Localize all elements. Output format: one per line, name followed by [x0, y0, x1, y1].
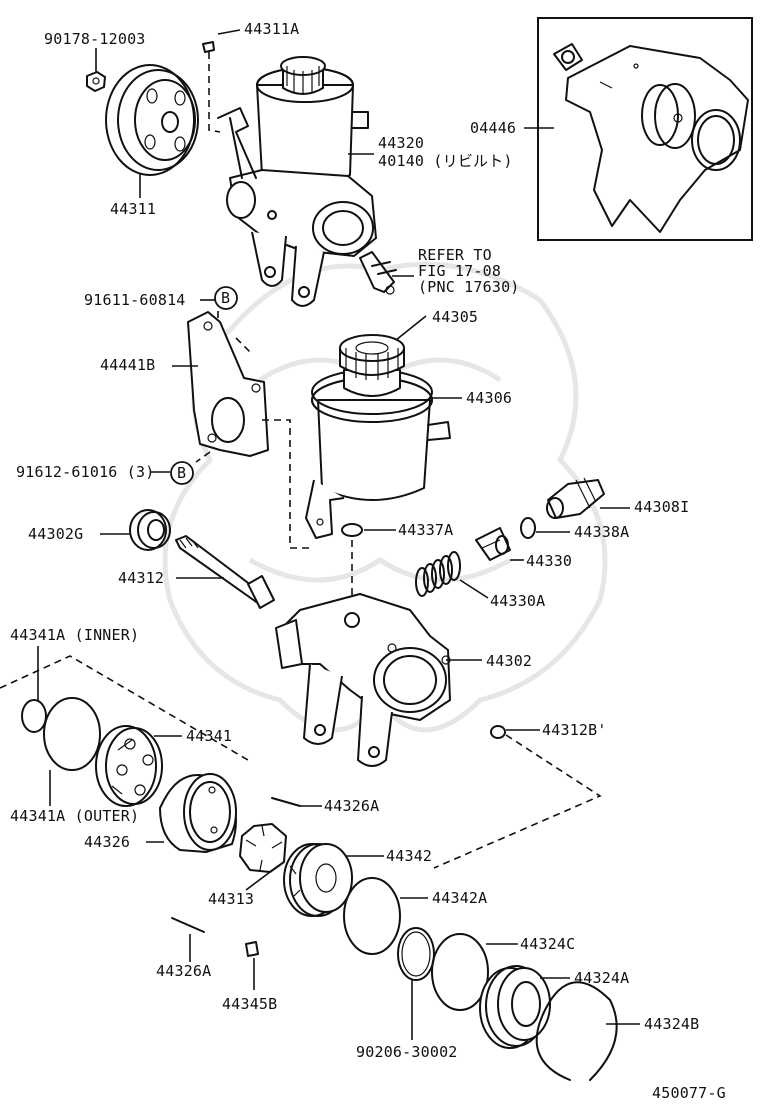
label-04446: 04446 [470, 119, 516, 137]
label-marker-b-upper: B [221, 289, 230, 307]
cover-44324A [479, 965, 551, 1049]
key-44311A [202, 41, 221, 133]
label-44326A-upper: 44326A [324, 797, 379, 815]
o-ring-44324C [431, 933, 489, 1011]
dashed-guide-bracket [262, 419, 312, 549]
union-44308 [546, 477, 605, 519]
label-44337A: 44337A [398, 521, 453, 539]
label-44324B: 44324B [644, 1015, 699, 1033]
label-44342A: 44342A [432, 889, 487, 907]
label-91611-60814: 91611-60814 [84, 291, 186, 309]
label-refer-pnc: (PNC 17630) [418, 278, 520, 296]
label-44313: 44313 [208, 890, 254, 908]
pump-assembly-44320 [217, 56, 377, 307]
spring-44330A [415, 551, 461, 597]
o-ring-44337A [341, 523, 363, 537]
label-marker-b-lower: B [177, 464, 186, 482]
shaft-44312 [175, 535, 275, 609]
label-44308: 44308I [634, 498, 689, 516]
pin-44326A-upper [271, 797, 301, 807]
snap-ring-44312B [490, 725, 506, 739]
pressure-plate-44342 [283, 843, 353, 917]
label-90206-30002: 90206-30002 [356, 1043, 458, 1061]
cam-ring-44326 [159, 773, 237, 853]
label-44342: 44342 [386, 847, 432, 865]
label-44312: 44312 [118, 569, 164, 587]
label-44305: 44305 [432, 308, 478, 326]
label-44326: 44326 [84, 833, 130, 851]
bracket-44441B [187, 298, 269, 463]
label-40140: 40140 (リビルト) [378, 152, 513, 170]
bearing-44302G [129, 509, 171, 551]
snap-ring-44324B [535, 981, 618, 1081]
label-44345B: 44345B [222, 995, 277, 1013]
figure-id: 450077-G [652, 1084, 726, 1102]
label-44341A-outer: 44341A (OUTER) [10, 807, 139, 825]
label-44341A-inner: 44341A (INNER) [10, 626, 139, 644]
o-ring-44341A-outer [43, 697, 101, 771]
label-90178-12003: 90178-12003 [44, 30, 146, 48]
label-44311: 44311 [110, 200, 156, 218]
pressure-switch [359, 251, 397, 295]
label-44302G: 44302G [28, 525, 83, 543]
o-ring-44338A [520, 517, 536, 539]
label-44338A: 44338A [574, 523, 629, 541]
marker-b-upper [214, 286, 238, 310]
o-ring-44342A [343, 877, 401, 955]
housing-44302 [275, 593, 451, 767]
key-44345B [245, 941, 259, 957]
label-44312B: 44312B' [542, 721, 607, 739]
label-44330A: 44330A [490, 592, 545, 610]
label-44311A: 44311A [244, 20, 299, 38]
nut-90178 [86, 71, 106, 92]
label-44302: 44302 [486, 652, 532, 670]
label-44320: 44320 [378, 134, 424, 152]
rotor-44313 [239, 823, 287, 873]
label-44324C: 44324C [520, 935, 575, 953]
label-44326A-lower: 44326A [156, 962, 211, 980]
label-44324A: 44324A [574, 969, 629, 987]
label-91612-61016: 91612-61016 (3) [16, 463, 154, 481]
snap-ring-90206 [397, 927, 435, 981]
pin-44326A-lower [171, 917, 205, 933]
label-44330: 44330 [526, 552, 572, 570]
label-44441B: 44441B [100, 356, 155, 374]
gasket-kit-04446-inset [537, 17, 753, 241]
reservoir-cap-44305 [339, 334, 405, 397]
pulley-44311 [105, 64, 199, 176]
leader-lines [37, 29, 640, 1040]
o-ring-44341A-inner [21, 699, 47, 733]
label-refer-to: REFER TO [418, 246, 492, 264]
flow-control-valve-44330 [475, 527, 511, 561]
label-44341: 44341 [186, 727, 232, 745]
marker-b-lower [170, 461, 194, 485]
label-refer-fig: FIG 17-08 [418, 262, 501, 280]
side-plate-44341 [95, 725, 163, 807]
label-44306: 44306 [466, 389, 512, 407]
dashed-guide-internals [0, 655, 602, 869]
